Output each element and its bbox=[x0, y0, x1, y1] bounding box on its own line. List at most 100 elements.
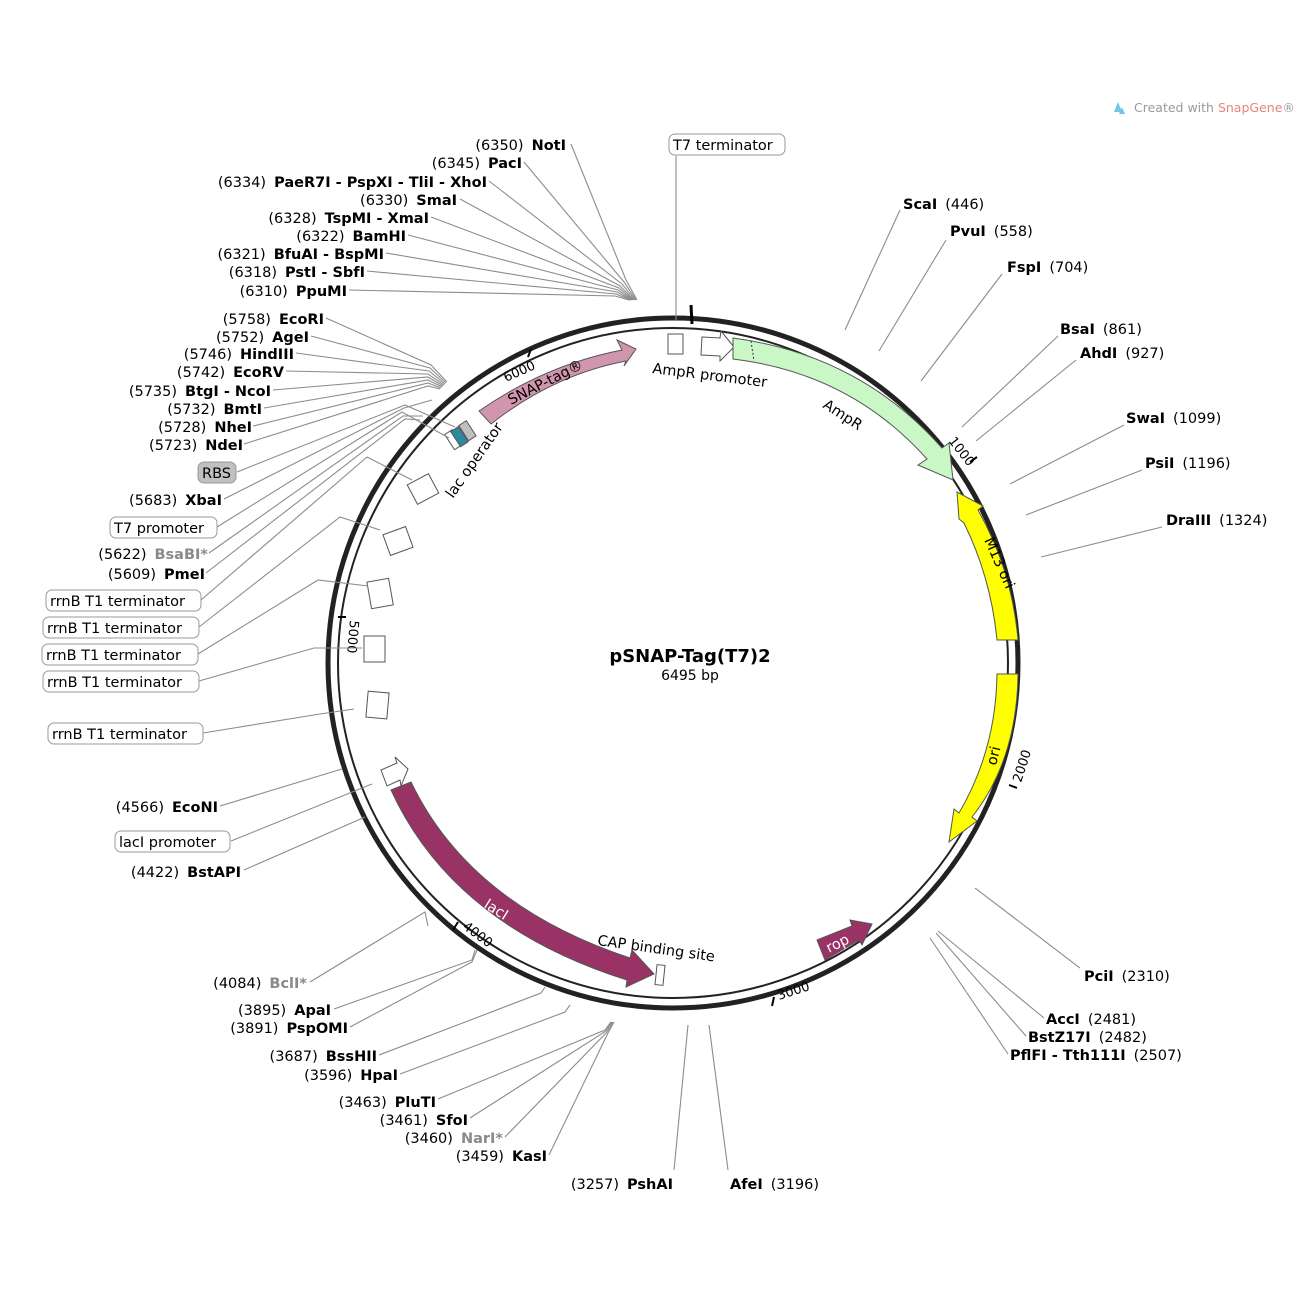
site-labels-left: (6350)NotI (6345)PacI (6334)PaeR7I - Psp… bbox=[98, 138, 673, 1193]
rrnb-tag-4-text: rrnB T1 terminator bbox=[47, 675, 182, 691]
feature-laci-promoter-arrow bbox=[380, 756, 409, 788]
feature-cap-site-box bbox=[654, 964, 666, 986]
site-acci: AccI(2481) bbox=[1046, 1012, 1136, 1028]
site-ndei: (5723)NdeI bbox=[149, 438, 243, 454]
site-pspomi: (3891)PspOMI bbox=[230, 1021, 348, 1037]
backbone-outer-strand bbox=[325, 315, 1021, 1011]
lead-scai bbox=[844, 209, 901, 331]
rrnb-tag-2-text: rrnB T1 terminator bbox=[47, 621, 182, 637]
site-bmti: (5732)BmtI bbox=[167, 402, 262, 418]
site-ecorv: (5742)EcoRV bbox=[177, 365, 285, 381]
site-bcli: (4084)BclI* bbox=[213, 976, 307, 992]
site-bstz17i: BstZ17I(2482) bbox=[1028, 1030, 1147, 1046]
feature-rrnb-box-4 bbox=[363, 635, 386, 663]
rrnb-tag-5 bbox=[47, 722, 204, 745]
rrnb-tag-1 bbox=[45, 589, 202, 612]
site-smai: (6330)SmaI bbox=[360, 193, 457, 209]
lead-econi bbox=[219, 768, 343, 807]
lead-hpai bbox=[399, 1004, 571, 1075]
feature-ampr-arrow bbox=[732, 337, 954, 481]
lead-bstapi bbox=[243, 816, 366, 871]
lead-pflfi bbox=[929, 937, 1009, 1055]
tick-label-5000: 5000 bbox=[343, 620, 361, 654]
feature-rbs-box bbox=[458, 420, 477, 442]
lead-swai bbox=[1009, 424, 1125, 485]
lead-ecorv bbox=[285, 370, 445, 386]
lead-pshai bbox=[673, 1024, 689, 1171]
feature-ampr-promoter-label: AmpR promoter bbox=[652, 361, 768, 391]
feature-laci-arrow bbox=[390, 781, 655, 988]
site-paci: (6345)PacI bbox=[432, 156, 522, 172]
watermark-text: Created with SnapGene® bbox=[1134, 100, 1295, 115]
feature-rrnb-box-5 bbox=[365, 690, 390, 720]
lead-bmti bbox=[263, 379, 443, 409]
lead-fspi bbox=[920, 273, 1003, 382]
site-pshai: (3257)PshAI bbox=[571, 1177, 673, 1193]
site-pcii: PciI(2310) bbox=[1084, 969, 1170, 985]
feature-ori-label: ori bbox=[984, 745, 1004, 767]
ampr-signal-marker bbox=[750, 340, 755, 362]
site-ecori: (5758)EcoRI bbox=[223, 312, 324, 328]
lead-nari bbox=[504, 1021, 614, 1138]
t7-terminator-tag-text: T7 terminator bbox=[672, 138, 773, 154]
lead-bstz17i bbox=[935, 932, 1027, 1037]
lead-psti bbox=[366, 270, 631, 301]
feature-lac-operator-box bbox=[450, 426, 469, 448]
site-nhei: (5728)NheI bbox=[158, 420, 252, 436]
site-psti: (6318)PstI - SbfI bbox=[229, 265, 365, 281]
site-bsai: BsaI(861) bbox=[1060, 322, 1142, 338]
origin-marker bbox=[689, 304, 694, 325]
lead-afei bbox=[708, 1024, 729, 1171]
feature-ori-arrow bbox=[948, 673, 1019, 844]
site-sfoi: (3461)SfoI bbox=[380, 1113, 468, 1129]
lead-pcii bbox=[974, 887, 1081, 969]
site-hindiii: (5746)HindIII bbox=[184, 347, 294, 363]
site-psii: PsiI(1196) bbox=[1145, 456, 1231, 472]
tick-6000 bbox=[527, 348, 532, 358]
rrnb-tag-3 bbox=[41, 643, 199, 666]
lead-apai bbox=[333, 949, 476, 1010]
rrnb-tag-5-text: rrnB T1 terminator bbox=[52, 727, 187, 743]
lead-paci bbox=[523, 161, 637, 301]
lead-draiii bbox=[1040, 526, 1163, 558]
lead-smai bbox=[459, 198, 635, 301]
rrnb-tag-4 bbox=[42, 670, 200, 693]
feature-rrnb-box-2 bbox=[382, 525, 414, 557]
lead-pspomi bbox=[349, 949, 478, 1028]
rbs-tag-text: RBS bbox=[202, 466, 231, 482]
backbone-inner-strand bbox=[337, 327, 1009, 999]
lead-laci-promoter bbox=[230, 783, 373, 842]
plasmid-name: pSNAP-Tag(T7)2 bbox=[609, 646, 770, 667]
tick-4000 bbox=[452, 921, 459, 931]
feature-rrnb-box-1 bbox=[406, 472, 440, 506]
site-hpai: (3596)HpaI bbox=[304, 1068, 398, 1084]
site-bfuai: (6321)BfuAI - BspMI bbox=[217, 247, 384, 263]
lead-ecori bbox=[325, 317, 448, 383]
tick-label-3000: 3000 bbox=[776, 979, 812, 1003]
lead-tspmi bbox=[430, 216, 634, 301]
lead-btgi bbox=[272, 376, 444, 391]
site-paer7i: (6334)PaeR7I - PspXI - TliI - XhoI bbox=[218, 175, 487, 191]
lead-rbs bbox=[236, 404, 456, 473]
laci-promoter-tag bbox=[114, 830, 231, 853]
lead-ndei bbox=[243, 385, 441, 445]
site-xbai: (5683)XbaI bbox=[129, 493, 222, 509]
site-ahdi: AhdI(927) bbox=[1080, 346, 1164, 362]
rrnb-tag-1-text: rrnB T1 terminator bbox=[50, 594, 185, 610]
feature-snap-tag-arrow bbox=[478, 338, 637, 425]
lead-rrnb-1 bbox=[200, 456, 413, 601]
site-fspi: FspI(704) bbox=[1007, 260, 1088, 276]
feature-rop-arrow bbox=[816, 919, 873, 961]
lead-pluti bbox=[437, 1021, 612, 1100]
lead-pmei bbox=[205, 418, 421, 574]
tick-1000 bbox=[969, 456, 978, 463]
lead-rrnb-2 bbox=[198, 516, 381, 628]
snapgene-watermark: Created with SnapGene® bbox=[1114, 100, 1295, 115]
site-apai: (3895)ApaI bbox=[238, 1003, 331, 1019]
site-bamhi: (6322)BamHI bbox=[296, 229, 406, 245]
lead-rrnb-3 bbox=[197, 579, 369, 655]
lead-bsabi bbox=[208, 415, 423, 554]
lead-bsai bbox=[961, 335, 1059, 428]
rbs-tag bbox=[197, 461, 237, 484]
